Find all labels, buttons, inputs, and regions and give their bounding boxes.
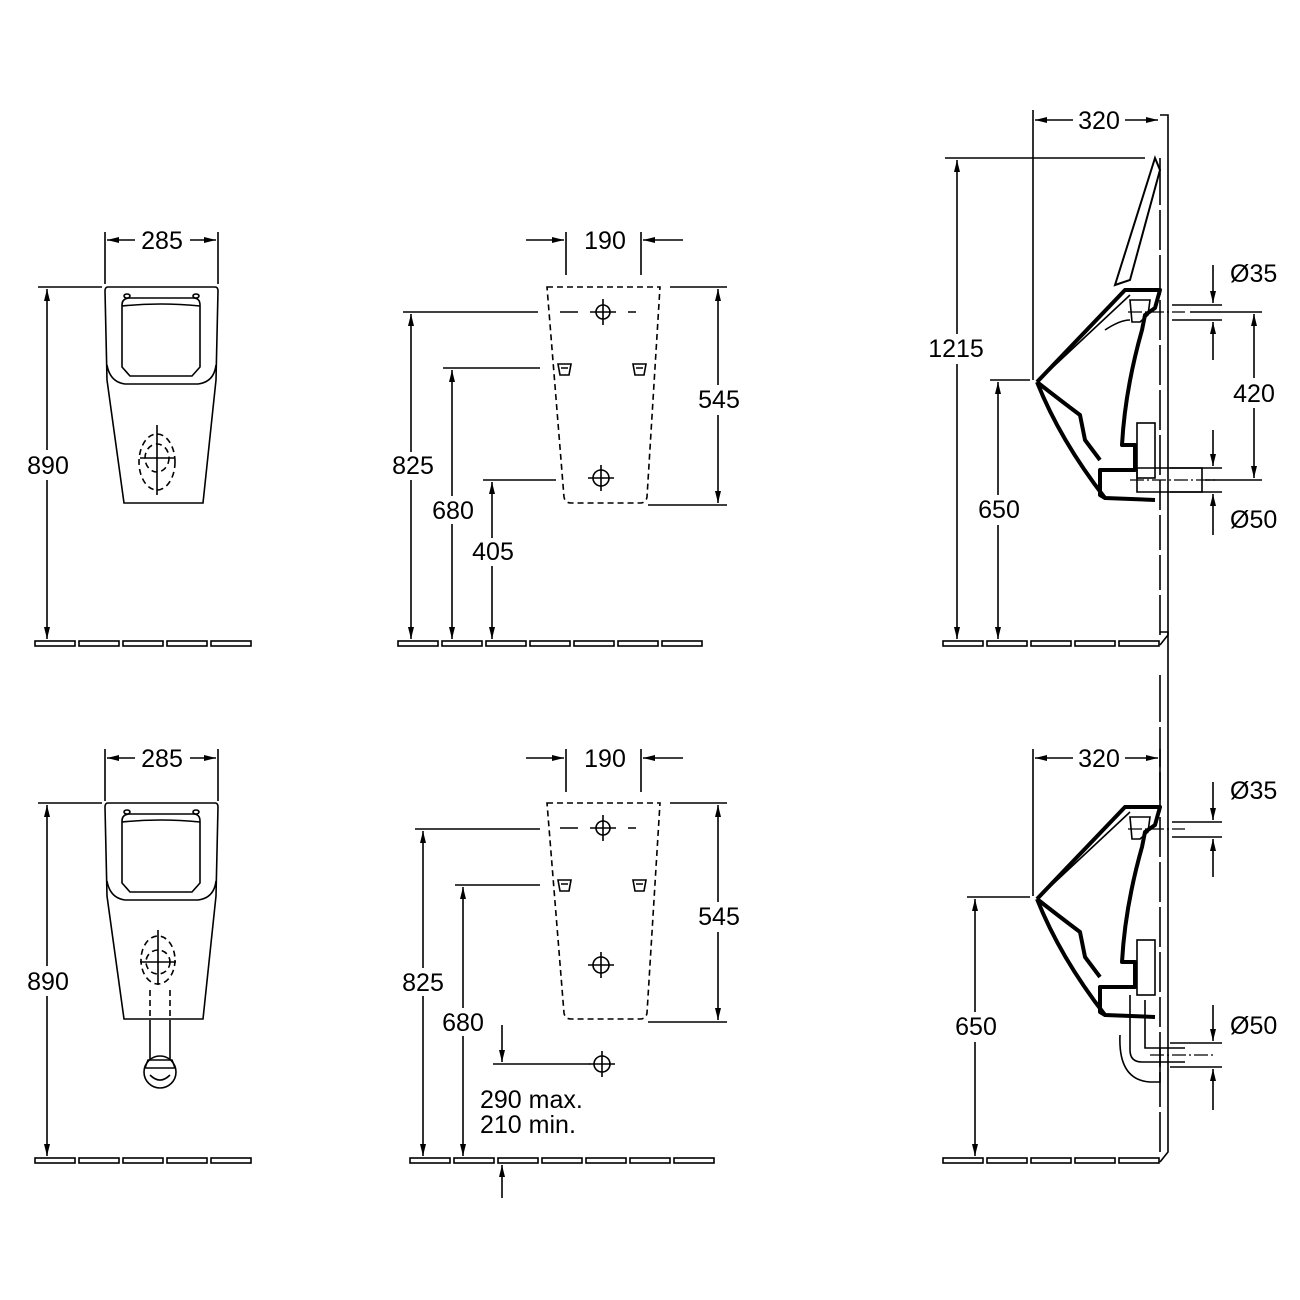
top-side-1215-label: 1215	[928, 335, 984, 363]
top-front-view: 285 890	[22, 227, 252, 647]
bottom-side-650-label: 650	[955, 1013, 997, 1041]
bottom-wall-plan: 190 545 825 680 290 max. 210 min.	[398, 745, 746, 1198]
bottom-plan-drain-max-label: 290 max.	[480, 1086, 583, 1114]
bottom-side-depth-label: 320	[1078, 745, 1120, 773]
top-plan-height-label: 545	[698, 386, 740, 414]
top-side-inlet-diameter-label: Ø35	[1230, 260, 1277, 288]
bottom-plan-680-label: 680	[442, 1009, 484, 1037]
top-side-650-label: 650	[978, 496, 1020, 524]
bottom-plan-width-label: 190	[584, 745, 626, 773]
bottom-side-inlet-diameter-label: Ø35	[1230, 777, 1277, 805]
bottom-plan-drain-min-label: 210 min.	[480, 1111, 576, 1139]
top-wall-plan: 190 545 825 680 405	[388, 227, 746, 647]
top-side-outlet-diameter-label: Ø50	[1230, 506, 1277, 534]
top-front-width-label: 285	[141, 227, 183, 255]
top-plan-405-label: 405	[472, 538, 514, 566]
top-side-420-label: 420	[1233, 380, 1275, 408]
bottom-side-outlet-diameter-label: Ø50	[1230, 1012, 1277, 1040]
bottom-front-height-label: 890	[27, 968, 69, 996]
top-side-view: 320 1215 650 Ø35 420 Ø50	[925, 107, 1282, 647]
bowl-profile	[1035, 288, 1162, 502]
bottom-bowl-profile	[1035, 805, 1162, 1019]
top-front-outlet-dashed	[138, 425, 176, 495]
lid	[1113, 155, 1162, 287]
bottom-front-view: 285 890	[22, 745, 252, 1164]
top-front-height-label: 890	[27, 452, 69, 480]
bottom-side-view: 320 650 Ø35 Ø50	[942, 631, 1277, 1164]
bottom-plan-825-label: 825	[402, 969, 444, 997]
top-side-depth-label: 320	[1078, 107, 1120, 135]
top-plan-825-label: 825	[392, 452, 434, 480]
top-plan-680-label: 680	[432, 497, 474, 525]
bottom-front-trap	[140, 930, 177, 1089]
bottom-plan-height-label: 545	[698, 903, 740, 931]
bottom-front-width-label: 285	[141, 745, 183, 773]
top-plan-width-label: 190	[584, 227, 626, 255]
